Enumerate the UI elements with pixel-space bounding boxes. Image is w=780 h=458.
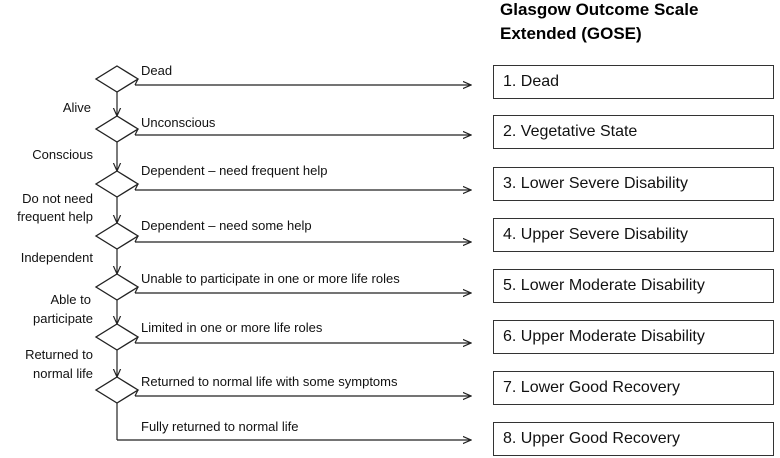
outcome-box-vegetative-state: 2. Vegetative State: [493, 115, 774, 149]
decision-diamond: [94, 170, 140, 198]
continue-label-alive: Alive: [62, 100, 91, 115]
branch-label-dependent-frequent-help: Dependent – need frequent help: [141, 163, 328, 178]
outcome-box-dead: 1. Dead: [493, 65, 774, 99]
branch-label-unable-to-participate: Unable to participate in one or more lif…: [141, 271, 400, 286]
branch-connector: [134, 78, 139, 86]
outcome-box-upper-good-recovery: 8. Upper Good Recovery: [493, 422, 774, 456]
branch-connector: [134, 286, 139, 294]
continue-label-do-not-need-line-2: frequent help: [17, 209, 93, 224]
outcome-box-lower-moderate-disability: 5. Lower Moderate Disability: [493, 269, 774, 303]
branch-label-limited-in-life-roles: Limited in one or more life roles: [141, 320, 323, 335]
branch-connector: [134, 183, 139, 191]
continue-label-do-not-need-line-1: Do not need: [22, 191, 93, 206]
outcome-box-lower-good-recovery: 7. Lower Good Recovery: [493, 371, 774, 405]
decision-diamond: [94, 323, 140, 351]
continue-label-able-to-line-2: participate: [33, 311, 93, 326]
branch-connector: [134, 128, 139, 136]
continue-label-able-to-line-1: Able to: [50, 292, 91, 307]
outcome-box-lower-severe-disability: 3. Lower Severe Disability: [493, 167, 774, 201]
continue-label-independent: Independent: [20, 250, 93, 265]
continue-label-conscious: Conscious: [32, 147, 93, 162]
branch-label-dead: Dead: [141, 63, 173, 78]
branch-connector: [134, 336, 139, 344]
diagram-title-line-1: Glasgow Outcome Scale: [500, 0, 699, 19]
outcome-box-upper-severe-disability: 4. Upper Severe Disability: [493, 218, 774, 252]
outcome-box-upper-moderate-disability: 6. Upper Moderate Disability: [493, 320, 774, 354]
branch-connector: [134, 235, 139, 243]
branch-label-returned-with-symptoms: Returned to normal life with some sympto…: [141, 374, 398, 389]
branch-label-dependent-some-help: Dependent – need some help: [141, 218, 312, 233]
diagram-title-line-2: Extended (GOSE): [500, 24, 642, 43]
branch-label-unconscious: Unconscious: [141, 115, 216, 130]
decision-diamond: [94, 115, 140, 143]
continue-label-returned-line-1: Returned to: [25, 347, 93, 362]
branch-label-fully-returned: Fully returned to normal life: [141, 419, 299, 434]
decision-diamond: [94, 222, 140, 250]
continue-label-returned-line-2: normal life: [33, 366, 93, 381]
decision-diamond: [94, 376, 140, 404]
decision-diamond: [94, 65, 140, 93]
decision-diamond: [94, 273, 140, 301]
branch-connector: [134, 389, 139, 397]
